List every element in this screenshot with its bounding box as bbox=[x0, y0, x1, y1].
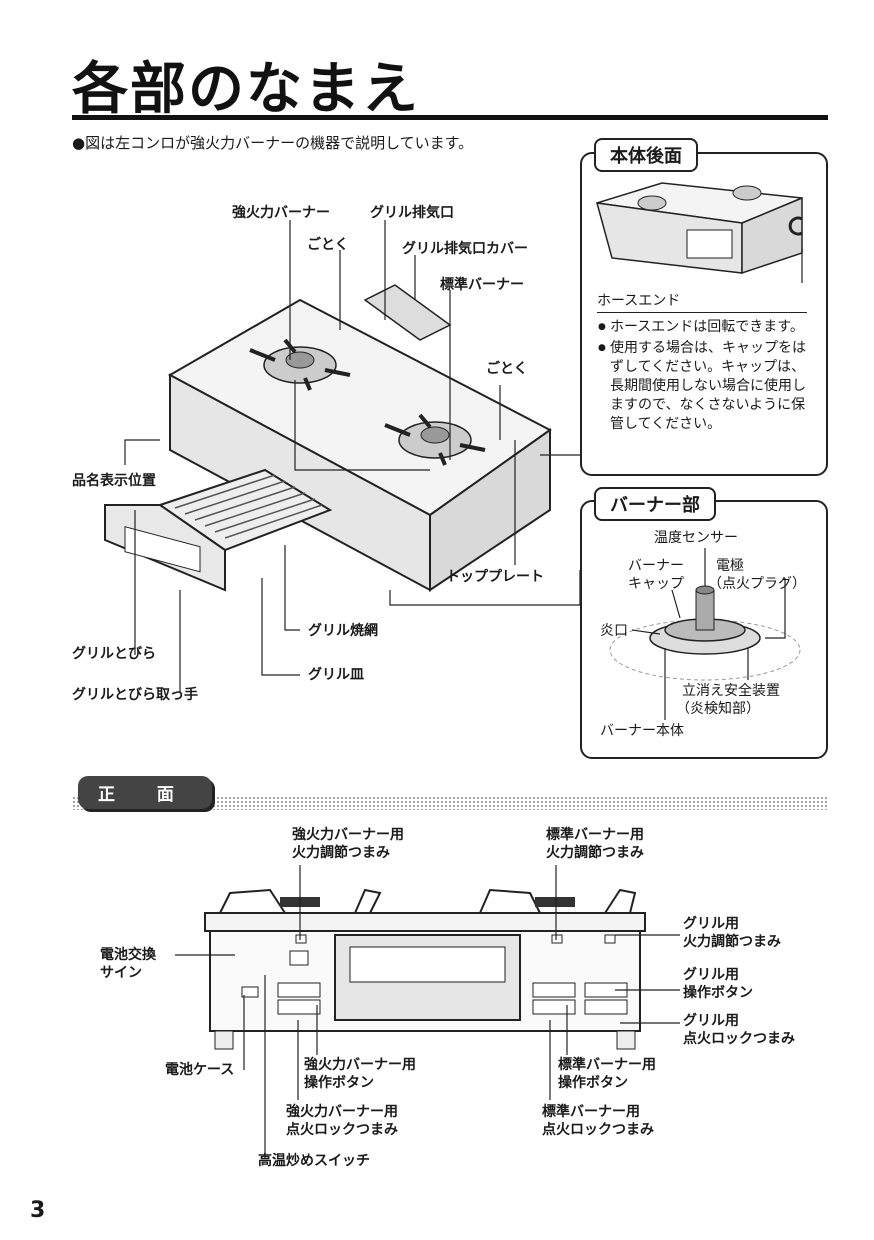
label-safety-2: （炎検知部） bbox=[676, 701, 760, 717]
label-grill-plate: グリル皿 bbox=[308, 667, 364, 683]
front-divider-pattern bbox=[72, 796, 828, 810]
label-std-lock-2: 点火ロックつまみ bbox=[542, 1122, 654, 1138]
label-grill-knob-1: グリル用 bbox=[683, 916, 739, 932]
label-high-temp-switch: 高温炒めスイッチ bbox=[258, 1153, 370, 1169]
rear-panel-tab: 本体後面 bbox=[594, 138, 698, 172]
page-title: 各部のなまえ bbox=[72, 57, 420, 122]
label-burner-cap-1: バーナー bbox=[628, 558, 684, 574]
rear-note-2: 使用する場合は、キャップをはずしてください。キャップは、長期間使用しない場合に使… bbox=[598, 339, 810, 434]
label-temp-sensor: 温度センサー bbox=[654, 530, 738, 546]
label-strong-btn-1: 強火力バーナー用 bbox=[304, 1057, 416, 1073]
label-grill-exhaust: グリル排気口 bbox=[370, 205, 454, 221]
label-std-btn-1: 標準バーナー用 bbox=[558, 1057, 656, 1073]
label-grill-net: グリル焼網 bbox=[308, 623, 378, 639]
label-burner-body: バーナー本体 bbox=[600, 723, 684, 739]
label-battery-sign-1: 電池交換 bbox=[100, 947, 156, 963]
rear-illustration bbox=[595, 182, 803, 283]
title-divider bbox=[72, 115, 828, 120]
label-strong-knob-1: 強火力バーナー用 bbox=[292, 827, 404, 843]
label-std-knob-2: 火力調節つまみ bbox=[546, 845, 644, 861]
label-battery-case: 電池ケース bbox=[165, 1062, 235, 1078]
label-grill-door: グリルとびら bbox=[72, 646, 156, 662]
rear-notes: ホースエンドは回転できます。 使用する場合は、キャップをはずしてください。キャッ… bbox=[598, 318, 810, 434]
label-gotoku-2: ごとく bbox=[486, 361, 528, 377]
front-illustration bbox=[204, 888, 646, 1050]
label-standard-burner: 標準バーナー bbox=[440, 277, 524, 293]
label-grill-knob-2: 火力調節つまみ bbox=[683, 934, 781, 950]
intro-note: ●図は左コンロが強火力バーナーの機器で説明しています。 bbox=[72, 134, 474, 152]
label-std-btn-2: 操作ボタン bbox=[558, 1075, 628, 1091]
label-gotoku-1: ごとく bbox=[307, 237, 349, 253]
burner-panel-tab: バーナー部 bbox=[594, 487, 716, 521]
page-number: 3 bbox=[30, 1198, 46, 1223]
label-top-plate: トッププレート bbox=[446, 569, 544, 585]
label-electrode-1: 電極 bbox=[716, 558, 744, 574]
label-grill-exhaust-cover: グリル排気口カバー bbox=[402, 241, 528, 257]
label-hose-end: ホースエンド bbox=[597, 293, 807, 313]
label-flame-port: 炎口 bbox=[600, 623, 628, 639]
label-std-lock-1: 標準バーナー用 bbox=[542, 1104, 640, 1120]
label-grill-lock-2: 点火ロックつまみ bbox=[683, 1031, 795, 1047]
label-burner-cap-2: キャップ bbox=[628, 576, 684, 592]
label-strong-knob-2: 火力調節つまみ bbox=[292, 845, 390, 861]
label-strong-btn-2: 操作ボタン bbox=[304, 1075, 374, 1091]
label-strong-lock-1: 強火力バーナー用 bbox=[286, 1104, 398, 1120]
label-grill-btn-2: 操作ボタン bbox=[683, 985, 753, 1001]
label-safety-1: 立消え安全装置 bbox=[682, 683, 780, 699]
front-section-tab: 正 面 bbox=[78, 776, 212, 809]
burner-illustration bbox=[609, 548, 801, 720]
label-strong-burner: 強火力バーナー bbox=[232, 205, 330, 221]
label-grill-lock-1: グリル用 bbox=[683, 1013, 739, 1029]
label-electrode-2: （点火プラグ） bbox=[708, 576, 806, 592]
label-grill-btn-1: グリル用 bbox=[683, 967, 739, 983]
rear-note-1: ホースエンドは回転できます。 bbox=[598, 318, 810, 337]
label-product-name-pos: 品名表示位置 bbox=[72, 473, 156, 489]
label-battery-sign-2: サイン bbox=[100, 965, 142, 981]
label-strong-lock-2: 点火ロックつまみ bbox=[286, 1122, 398, 1138]
label-std-knob-1: 標準バーナー用 bbox=[546, 827, 644, 843]
label-grill-door-handle: グリルとびら取っ手 bbox=[72, 687, 198, 703]
